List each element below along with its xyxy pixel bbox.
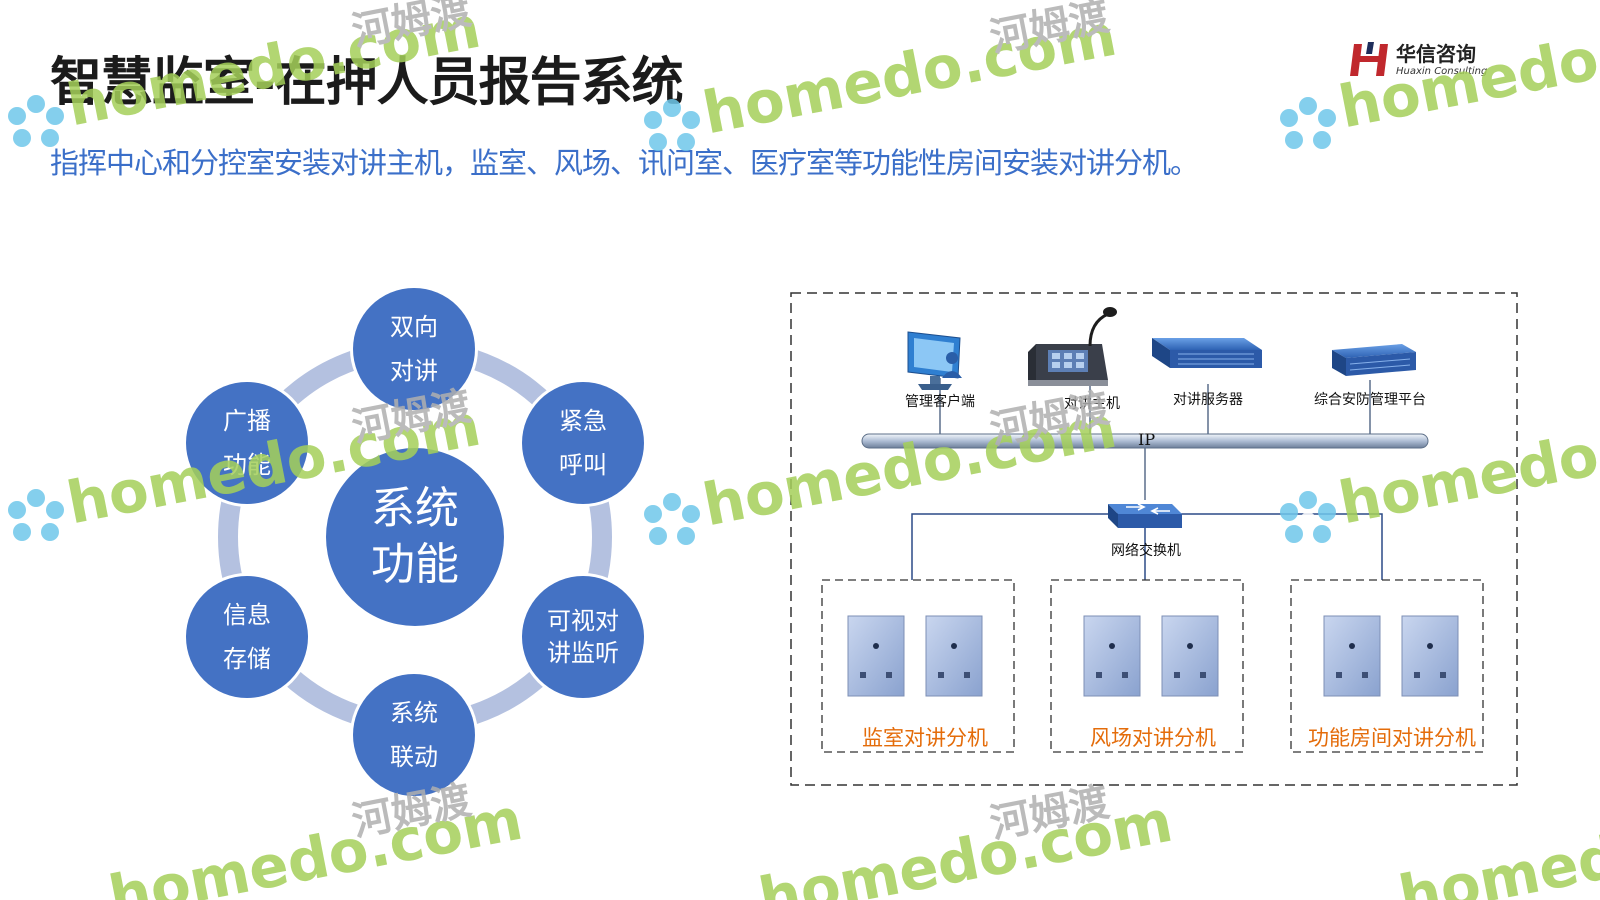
group-box-yard <box>1050 579 1244 753</box>
huaxin-logo-icon <box>1350 42 1388 76</box>
extension-panel-icon <box>847 615 905 697</box>
device-label-host: 对讲主机 <box>1064 396 1120 412</box>
page-subtitle: 指挥中心和分控室安装对讲主机，监室、风场、讯问室、医疗室等功能性房间安装对讲分机… <box>50 146 1199 180</box>
extension-panel-icon <box>1401 615 1459 697</box>
watermark-text-cn: 河姆渡 <box>986 0 1113 62</box>
watermark-text-en: homedo.com <box>697 0 1122 148</box>
network-switch-icon <box>1108 503 1182 528</box>
system-function-cycle: 系统 功能 双向 对讲 紧急 呼叫 可视对 讲监听 系统 联动 信息 存储 <box>180 280 660 820</box>
cycle-node-info-storage: 信息 存储 <box>186 576 308 698</box>
extension-panel-icon <box>1323 615 1381 697</box>
extension-panel-icon <box>1083 615 1141 697</box>
cycle-center-line: 系统 <box>371 483 459 534</box>
watermark-flower-icon <box>1280 97 1336 149</box>
cycle-node-line: 紧急 <box>559 407 607 435</box>
page-title: 智慧监室-在押人员报告系统 <box>50 53 684 113</box>
watermark-text-en: homedo.com <box>1393 784 1600 900</box>
ip-bus-label: IP <box>1138 430 1156 449</box>
cycle-node-line: 信息 <box>223 601 271 629</box>
architecture-diagram: 管理客户端 对讲主机 对讲服务器 综合安防管理平台 IP 网络交换机 监室对讲分… <box>790 292 1550 796</box>
extension-panel-icon <box>925 615 983 697</box>
logo-name-en: Huaxin Consulting <box>1396 66 1488 77</box>
group-label-cell: 监室对讲分机 <box>862 726 988 750</box>
cycle-node-line: 系统 <box>390 699 438 727</box>
cycle-center-node: 系统 功能 <box>326 448 504 626</box>
cycle-node-emergency-call: 紧急 呼叫 <box>522 382 644 504</box>
cycle-node-line: 呼叫 <box>559 451 607 479</box>
group-label-room: 功能房间对讲分机 <box>1308 726 1476 750</box>
switch-label: 网络交换机 <box>1111 543 1181 559</box>
device-label-server: 对讲服务器 <box>1173 392 1243 408</box>
server-icon <box>1152 338 1262 368</box>
rack-server-icon <box>1332 344 1416 376</box>
monitor-icon <box>907 331 962 390</box>
cycle-node-line: 存储 <box>223 645 271 673</box>
cycle-node-two-way-talk: 双向 对讲 <box>353 288 475 410</box>
watermark-text-en: homedo.com <box>753 786 1178 900</box>
group-box-room <box>1290 579 1484 753</box>
extension-panel-icon <box>1161 615 1219 697</box>
cycle-node-line: 双向 <box>390 313 438 341</box>
intercom-host-icon <box>1028 307 1117 386</box>
group-label-yard: 风场对讲分机 <box>1090 726 1216 750</box>
architecture-drawing <box>790 292 1518 786</box>
cycle-node-line: 功能 <box>223 451 271 479</box>
group-box-cell <box>821 579 1015 753</box>
cycle-node-line: 可视对 <box>547 607 619 635</box>
company-logo: 华信咨询 Huaxin Consulting <box>1350 38 1500 82</box>
cycle-node-line: 联动 <box>390 743 438 771</box>
cycle-node-system-linkage: 系统 联动 <box>353 674 475 796</box>
cycle-center-line: 功能 <box>371 539 459 590</box>
watermark-flower-icon <box>8 489 64 541</box>
logo-name-cn: 华信咨询 <box>1396 42 1476 66</box>
device-label-platform: 综合安防管理平台 <box>1314 392 1426 408</box>
cycle-node-broadcast: 广播 功能 <box>186 382 308 504</box>
cycle-node-line: 广播 <box>223 407 271 435</box>
device-label-client: 管理客户端 <box>905 394 975 410</box>
cycle-node-line: 讲监听 <box>547 639 619 667</box>
cycle-node-video-monitor: 可视对 讲监听 <box>522 576 644 698</box>
cycle-node-line: 对讲 <box>390 357 438 385</box>
